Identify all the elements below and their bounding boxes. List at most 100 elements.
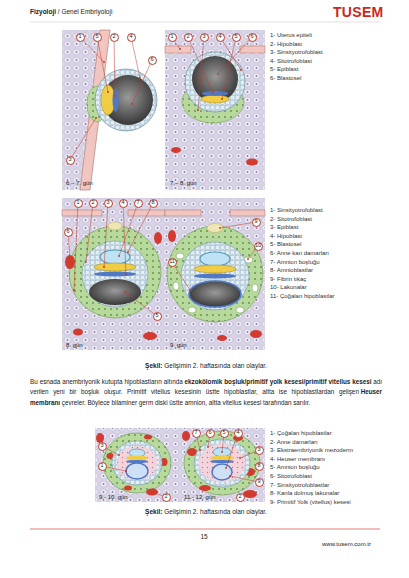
leader-dot: [225, 467, 227, 469]
legend-item: 5- Blastosel: [270, 241, 301, 247]
leader-dot: [107, 91, 109, 93]
figure-caption: Gelişimin 2. haftasında olan olaylar.: [164, 508, 267, 515]
leader-dot: [199, 449, 201, 451]
legend-item: 1- Uterus epiteli: [270, 32, 312, 38]
leader-line: [125, 292, 157, 316]
footer-rule: [30, 529, 380, 530]
leader-line: [114, 37, 115, 96]
callout-number: 1: [74, 199, 83, 208]
callout-number: 6: [248, 33, 257, 42]
callout-number: 5: [232, 33, 241, 42]
leader-line: [218, 37, 252, 74]
callout-number: 4: [119, 199, 128, 208]
callout-number: 3: [255, 446, 264, 455]
leader-dot: [103, 61, 105, 63]
leader-dot: [127, 251, 129, 253]
panel-day-7-8: [165, 30, 265, 190]
leader-dot: [229, 475, 231, 477]
leader-dot: [249, 471, 251, 473]
leader-dot: [247, 258, 249, 260]
panel-day-6-7: [62, 30, 160, 190]
callout-number: 10: [254, 242, 263, 251]
leader-line: [74, 203, 78, 290]
callout-number: 3: [98, 442, 107, 451]
leader-line: [132, 60, 152, 104]
brand-logo: TUSEM: [333, 5, 384, 19]
body-text: Bu esnada anembriyonik kutupta hipoblast…: [30, 378, 183, 385]
running-header: Fizyoloji/ Genel Embriyoloji: [30, 8, 280, 15]
leader-line: [220, 37, 241, 70]
stage-label: 8. gün: [66, 342, 83, 348]
callout-number: 3: [200, 33, 209, 42]
leader-dot: [125, 470, 127, 472]
header-rule: [30, 22, 380, 23]
leader-dot: [139, 77, 141, 79]
legend-item: 6- Blastosel: [270, 75, 301, 81]
panel-day-9-10: [95, 428, 180, 502]
leader-dot: [118, 255, 120, 257]
legend-item: 9- Fibrin tıkaç: [270, 276, 306, 282]
legend-item: 4- Sitotrofoblast: [270, 58, 312, 64]
callout-number: 6: [64, 228, 73, 237]
legend-item: 3- Sinsityotrofoblast: [270, 49, 323, 55]
leader-line: [226, 433, 238, 468]
legend-item: 1- Sinsityotrofoblast: [270, 207, 323, 213]
panel-day-11-12: [180, 428, 265, 502]
running-header: Fizyoloji: [30, 8, 56, 15]
legend-item: 4- Heuser membranı: [270, 456, 325, 462]
leader-dot: [151, 491, 153, 493]
figure-caption: Gelişimin 2. haftasında olan olaylar.: [164, 362, 267, 369]
leader-line: [123, 203, 126, 274]
leader-dot: [212, 92, 214, 94]
leader-line: [131, 37, 140, 78]
running-header: / Genel Embriyoloji: [58, 8, 113, 15]
legend-item: 2- Sitotrofoblast: [270, 216, 312, 222]
leader-dot: [125, 273, 127, 275]
leader-line: [97, 37, 108, 92]
leader-line: [128, 203, 153, 252]
legend-item: 2- Hipoblast: [270, 41, 302, 47]
leader-dot: [207, 446, 209, 448]
callout-number: 8: [255, 462, 264, 471]
leader-dot: [239, 457, 241, 459]
callout-number: 4: [234, 429, 243, 438]
callout-number: 9: [255, 478, 264, 487]
panel-day-9: [165, 198, 265, 350]
figure-caption: Şekil:Gelişimin 2. haftasında olan olayl…: [30, 362, 382, 369]
leader-line: [104, 203, 108, 267]
leader-dot: [85, 261, 87, 263]
legend-item: 9- Primitif Yolk (vitellus) kesesi: [270, 499, 351, 505]
leader-line: [86, 203, 93, 262]
leader-dot: [219, 227, 221, 229]
callout-number: 2: [236, 493, 245, 502]
legend-item: 6- Anne kan damarları: [270, 250, 329, 256]
stage-label: 11.- 12. gün: [184, 494, 216, 500]
callout-number: 5: [153, 312, 162, 321]
stage-label: 9. gün: [170, 342, 187, 348]
legend-item: 3- Ekstraembriyonik mezoderm: [270, 447, 353, 453]
callout-number: 9: [252, 218, 261, 227]
legend-item: 1- Çoğalan hipoblastlar: [270, 430, 332, 436]
callout-number: 7: [192, 429, 201, 438]
leader-dot: [103, 266, 105, 268]
legend-item: 6- Sitotrofoblast: [270, 473, 312, 479]
body-text: ekzokölomik boşluk/primitif yolk kesesi/…: [185, 378, 372, 385]
legend-item: 8- Amnioblastlar: [270, 267, 313, 273]
legend-item: 10- Lakunalar: [270, 284, 307, 290]
legend-item: 8- Kanla dolmuş lakunalar: [270, 490, 339, 496]
callout-number: 3: [104, 199, 113, 208]
callout-number: 4: [216, 33, 225, 42]
legend-item: 2- Anne damarları: [270, 439, 318, 445]
leader-dot: [240, 69, 242, 71]
legend-item: 7- Amnion boşluğu: [270, 259, 320, 265]
leader-dot: [95, 117, 97, 119]
leader-dot: [118, 454, 120, 456]
body-text: çevreler. Böylece bilaminer germ diski ü…: [62, 399, 311, 406]
leader-dot: [131, 103, 133, 105]
callout-number: 5: [93, 33, 102, 42]
page-number: 15: [200, 534, 207, 541]
legend-item: 11- Çoğalan hipoblastlar: [270, 293, 335, 299]
leader-line: [220, 222, 256, 228]
callout-number: 2: [89, 199, 98, 208]
